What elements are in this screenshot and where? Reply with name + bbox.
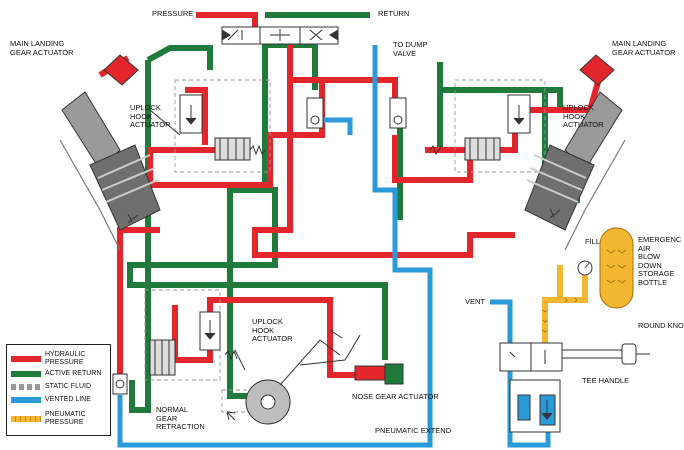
- legend-label-pneumatic: PNEUMATIC PRESSURE: [45, 411, 86, 426]
- hydraulic-pressure-lines: [98, 12, 603, 380]
- springs-and-arrows: [224, 144, 443, 421]
- right-main-gear-actuator: [549, 54, 615, 219]
- legend-item-hydraulic: HYDRAULIC PRESSURE: [11, 351, 85, 366]
- legend-swatch-return: [11, 370, 41, 377]
- legend-label-vented: VENTED LINE: [45, 396, 91, 403]
- nose-gear-actuator-label: NOSE GEAR ACTUATOR: [352, 392, 439, 401]
- vent-label: VENT: [465, 297, 486, 306]
- legend-label-static: STATIC FLUID: [45, 383, 92, 390]
- return-label: RETURN: [378, 9, 410, 18]
- emergency-bottle: [599, 227, 634, 309]
- legend-swatch-hydraulic: [11, 355, 41, 362]
- pneumatic-actuator: [509, 379, 561, 433]
- legend-item-vented: VENTED LINE: [11, 396, 91, 404]
- left-main-gear: [59, 91, 181, 251]
- nose-gear: [234, 329, 361, 425]
- uplock-hook-actuator-nose-label: UPLOCK HOOK ACTUATOR: [252, 317, 293, 343]
- right-main-gear: [524, 91, 626, 251]
- actuator-blocks: [149, 137, 501, 376]
- tee-handle-label: TEE HANDLE: [582, 376, 630, 385]
- legend-item-static: STATIC FLUID: [11, 383, 91, 391]
- tee-handle: [561, 343, 650, 365]
- normal-gear-retraction-label: NORMAL GEAR RETRACTION: [156, 405, 205, 431]
- uplock-hook-actuator-left-label: UPLOCK HOOK ACTUATOR: [130, 103, 171, 129]
- return-lines: [127, 12, 580, 413]
- to-dump-valve-label: TO DUMP VALVE: [393, 40, 428, 58]
- main-landing-gear-actuator-right-label: MAIN LANDING GEAR ACTUATOR: [612, 39, 676, 57]
- pressure-gauge: [577, 260, 593, 276]
- legend-swatch-static: [11, 383, 41, 390]
- legend-item-return: ACTIVE RETURN: [11, 370, 101, 378]
- nose-gear-actuator: [354, 363, 404, 385]
- uplock-hook-actuator-right-label: UPLOCK HOOK ACTUATOR: [563, 103, 604, 129]
- fill-label: FILL: [585, 237, 601, 246]
- pressure-label: PRESSURE: [152, 9, 194, 18]
- pneumatic-extend-label: PNEUMATIC EXTEND: [375, 426, 452, 435]
- legend-label-return: ACTIVE RETURN: [45, 370, 102, 377]
- check-valves: [112, 97, 407, 395]
- emergency-bottle-label: EMERGENC AIR BLOW DOWN STORAGE BOTTLE: [638, 235, 682, 287]
- legend: HYDRAULIC PRESSURE ACTIVE RETURN STATIC …: [6, 344, 111, 436]
- legend-item-pneumatic: PNEUMATIC PRESSURE: [11, 411, 86, 426]
- legend-label-hydraulic: HYDRAULIC PRESSURE: [45, 351, 86, 366]
- emergency-valve: [499, 342, 563, 372]
- legend-swatch-vented: [11, 396, 41, 403]
- left-main-gear-actuator: [103, 54, 139, 224]
- pneumatic-chevrons: [542, 297, 578, 333]
- uplock-actuators: [179, 94, 531, 351]
- round-knob-label: ROUND KNO: [638, 321, 684, 330]
- main-landing-gear-actuator-left-label: MAIN LANDING GEAR ACTUATOR: [10, 39, 74, 57]
- legend-swatch-pneumatic: [11, 415, 41, 422]
- selector-valve: [221, 26, 339, 45]
